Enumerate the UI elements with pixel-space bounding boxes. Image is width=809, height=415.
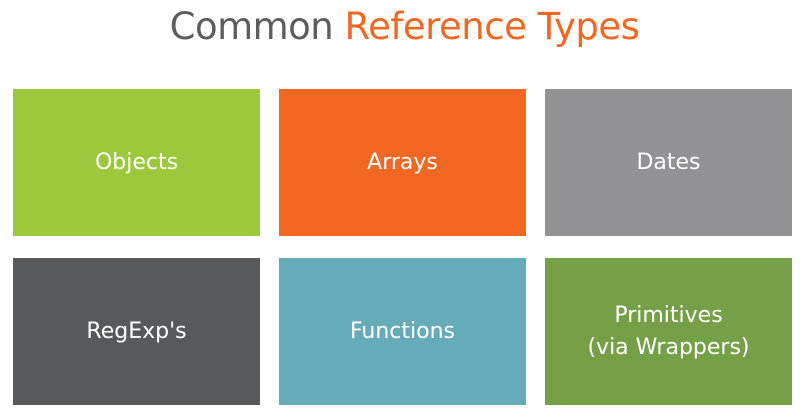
tile-functions: Functions bbox=[279, 258, 526, 405]
tile-regexps-label: RegExp's bbox=[86, 318, 187, 344]
tile-arrays-label: Arrays bbox=[367, 149, 438, 175]
tile-regexps: RegExp's bbox=[13, 258, 260, 405]
tile-primitives-label: Primitives bbox=[614, 302, 723, 328]
diagram-title: Common Reference Types bbox=[0, 2, 809, 52]
tile-dates: Dates bbox=[545, 89, 792, 236]
tile-primitives: Primitives (via Wrappers) bbox=[545, 258, 792, 405]
title-highlight: Reference Types bbox=[344, 5, 640, 48]
tile-objects: Objects bbox=[13, 89, 260, 236]
tile-arrays: Arrays bbox=[279, 89, 526, 236]
tile-dates-label: Dates bbox=[636, 149, 701, 175]
title-prefix: Common bbox=[169, 5, 334, 48]
tile-functions-label: Functions bbox=[349, 318, 456, 344]
tile-primitives-sublabel: (via Wrappers) bbox=[587, 334, 750, 360]
tile-objects-label: Objects bbox=[94, 149, 179, 175]
